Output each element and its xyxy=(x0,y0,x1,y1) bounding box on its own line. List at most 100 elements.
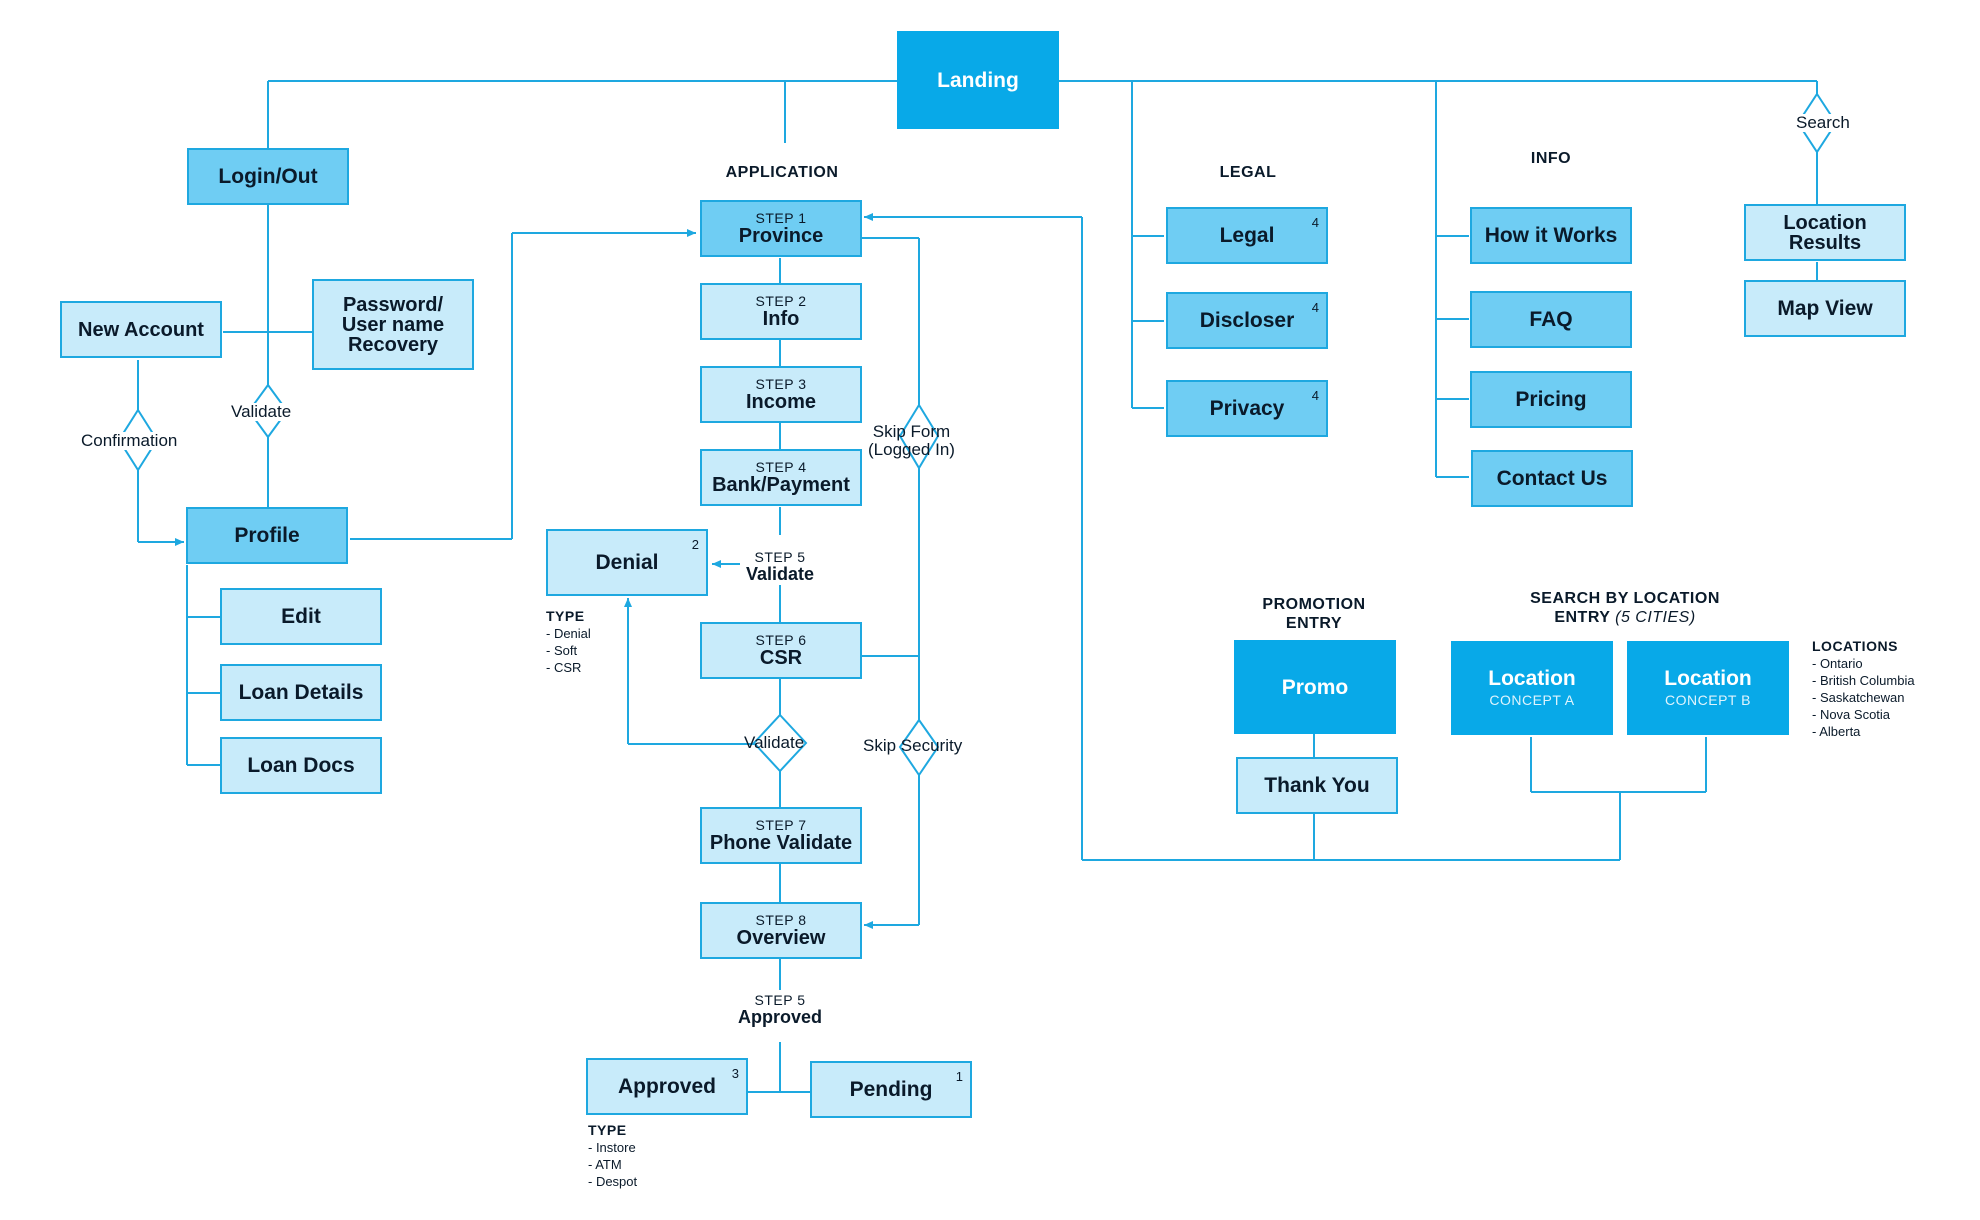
location-concept-a-sub: CONCEPT A xyxy=(1489,692,1575,708)
privacy-box[interactable]: Privacy 4 xyxy=(1166,380,1328,437)
step-1-name: Province xyxy=(738,225,824,247)
location-results-line2: Results xyxy=(1788,231,1862,254)
promo-box[interactable]: Promo xyxy=(1234,640,1396,734)
step-7-name: Phone Validate xyxy=(709,832,853,854)
location-results-box[interactable]: Location Results xyxy=(1744,204,1906,261)
step-5-validate: STEP 5 Validate xyxy=(740,550,820,584)
pending-count: 1 xyxy=(955,1069,963,1084)
approved-type-3: - Despot xyxy=(588,1174,638,1189)
step-8-name: Overview xyxy=(736,927,826,949)
approved-count: 3 xyxy=(731,1066,739,1081)
step-4-name: Bank/Payment xyxy=(712,474,850,496)
legal-count: 4 xyxy=(1311,215,1319,230)
step-2-box[interactable]: STEP 2 Info xyxy=(700,283,862,340)
legal-box[interactable]: Legal 4 xyxy=(1166,207,1328,264)
step-5-validate-name: Validate xyxy=(745,564,815,584)
new-account-label: New Account xyxy=(78,318,204,341)
denial-label: Denial xyxy=(595,551,659,574)
step-5-approved-number: STEP 5 xyxy=(754,992,806,1008)
location-concept-a-box[interactable]: Location CONCEPT A xyxy=(1451,641,1613,735)
faq-label: FAQ xyxy=(1529,308,1573,331)
skip-form-label: Skip Form (Logged In) xyxy=(868,423,955,459)
step-5-approved: STEP 5 Approved xyxy=(732,993,828,1027)
search-label: Search xyxy=(1796,113,1850,132)
approved-box[interactable]: Approved 3 xyxy=(586,1058,748,1115)
how-it-works-label: How it Works xyxy=(1484,224,1618,247)
location-ontario: - Ontario xyxy=(1812,656,1863,671)
approved-type-1: - Instore xyxy=(588,1140,636,1155)
how-it-works-box[interactable]: How it Works xyxy=(1470,207,1632,264)
step-8-number: STEP 8 xyxy=(755,912,807,928)
discloser-box[interactable]: Discloser 4 xyxy=(1166,292,1328,349)
skip-form-line1: Skip Form xyxy=(872,422,951,441)
denial-type-1: - Denial xyxy=(546,626,591,641)
profile-edit-box[interactable]: Edit xyxy=(220,588,382,645)
step-1-number: STEP 1 xyxy=(755,210,807,226)
location-concept-b-box[interactable]: Location CONCEPT B xyxy=(1627,641,1789,735)
step-8-box[interactable]: STEP 8 Overview xyxy=(700,902,862,959)
search-by-location-line2: ENTRY (5 CITIES) xyxy=(1500,608,1750,627)
map-view-box[interactable]: Map View xyxy=(1744,280,1906,337)
profile-label: Profile xyxy=(234,524,300,547)
landing-label: Landing xyxy=(937,68,1019,92)
search-by-location-note: (5 CITIES) xyxy=(1615,609,1696,626)
password-recovery-line1: Password/ xyxy=(342,293,444,316)
location-british-columbia: - British Columbia xyxy=(1812,673,1915,688)
contact-us-label: Contact Us xyxy=(1496,467,1608,490)
new-account-box[interactable]: New Account xyxy=(60,301,222,358)
location-concept-b-sub: CONCEPT B xyxy=(1665,692,1751,708)
landing-box[interactable]: Landing xyxy=(897,31,1059,129)
promotion-header: PROMOTION ENTRY xyxy=(1234,595,1394,633)
discloser-count: 4 xyxy=(1311,300,1319,315)
profile-box[interactable]: Profile xyxy=(186,507,348,564)
confirmation-label: Confirmation xyxy=(81,431,178,450)
location-alberta: - Alberta xyxy=(1812,724,1861,739)
denial-types: TYPE - Denial - Soft - CSR xyxy=(546,608,591,676)
location-saskatchewan: - Saskatchewan xyxy=(1812,690,1905,705)
step-3-box[interactable]: STEP 3 Income xyxy=(700,366,862,423)
discloser-label: Discloser xyxy=(1199,309,1295,332)
approved-type-2: - ATM xyxy=(588,1157,622,1172)
promotion-header-line1: PROMOTION xyxy=(1262,596,1366,613)
skip-form-line2: (Logged In) xyxy=(868,440,955,459)
step-2-number: STEP 2 xyxy=(755,293,807,309)
approved-types: TYPE - Instore - ATM - Despot xyxy=(588,1122,637,1190)
location-concept-b-label: Location xyxy=(1664,667,1752,690)
privacy-count: 4 xyxy=(1311,388,1319,403)
pricing-box[interactable]: Pricing xyxy=(1470,371,1632,428)
step-6-box[interactable]: STEP 6 CSR xyxy=(700,622,862,679)
password-recovery-box[interactable]: Password/ User name Recovery xyxy=(312,279,474,370)
denial-count: 2 xyxy=(691,537,699,552)
approved-label: Approved xyxy=(617,1075,716,1098)
loan-docs-box[interactable]: Loan Docs xyxy=(220,737,382,794)
login-box[interactable]: Login/Out xyxy=(187,148,349,205)
pending-box[interactable]: Pending 1 xyxy=(810,1061,972,1118)
step-4-box[interactable]: STEP 4 Bank/Payment xyxy=(700,449,862,506)
validate-csr-label: Validate xyxy=(744,733,805,752)
password-recovery-line2: User name xyxy=(341,313,445,336)
promo-label: Promo xyxy=(1281,675,1349,699)
search-by-location-line1: SEARCH BY LOCATION xyxy=(1530,590,1720,607)
map-view-label: Map View xyxy=(1777,297,1873,320)
contact-us-box[interactable]: Contact Us xyxy=(1471,450,1633,507)
step-4-number: STEP 4 xyxy=(755,459,807,475)
faq-box[interactable]: FAQ xyxy=(1470,291,1632,348)
denial-type-3: - CSR xyxy=(546,660,582,675)
pricing-label: Pricing xyxy=(1515,388,1587,411)
denial-box[interactable]: Denial 2 xyxy=(546,529,708,596)
step-7-box[interactable]: STEP 7 Phone Validate xyxy=(700,807,862,864)
location-concept-a-label: Location xyxy=(1488,667,1576,690)
search-by-location-entry: ENTRY xyxy=(1554,609,1611,626)
pending-label: Pending xyxy=(849,1078,933,1101)
thank-you-box[interactable]: Thank You xyxy=(1236,757,1398,814)
step-3-name: Income xyxy=(745,391,817,413)
application-header: APPLICATION xyxy=(725,164,839,181)
loan-details-box[interactable]: Loan Details xyxy=(220,664,382,721)
approved-type-header: TYPE xyxy=(588,1122,627,1138)
step-6-number: STEP 6 xyxy=(755,632,807,648)
step-1-box[interactable]: STEP 1 Province xyxy=(700,200,862,257)
search-by-location-header: SEARCH BY LOCATION ENTRY (5 CITIES) xyxy=(1500,589,1750,627)
location-nova-scotia: - Nova Scotia xyxy=(1812,707,1891,722)
step-5-approved-name: Approved xyxy=(737,1007,822,1027)
validate-label: Validate xyxy=(231,402,292,421)
